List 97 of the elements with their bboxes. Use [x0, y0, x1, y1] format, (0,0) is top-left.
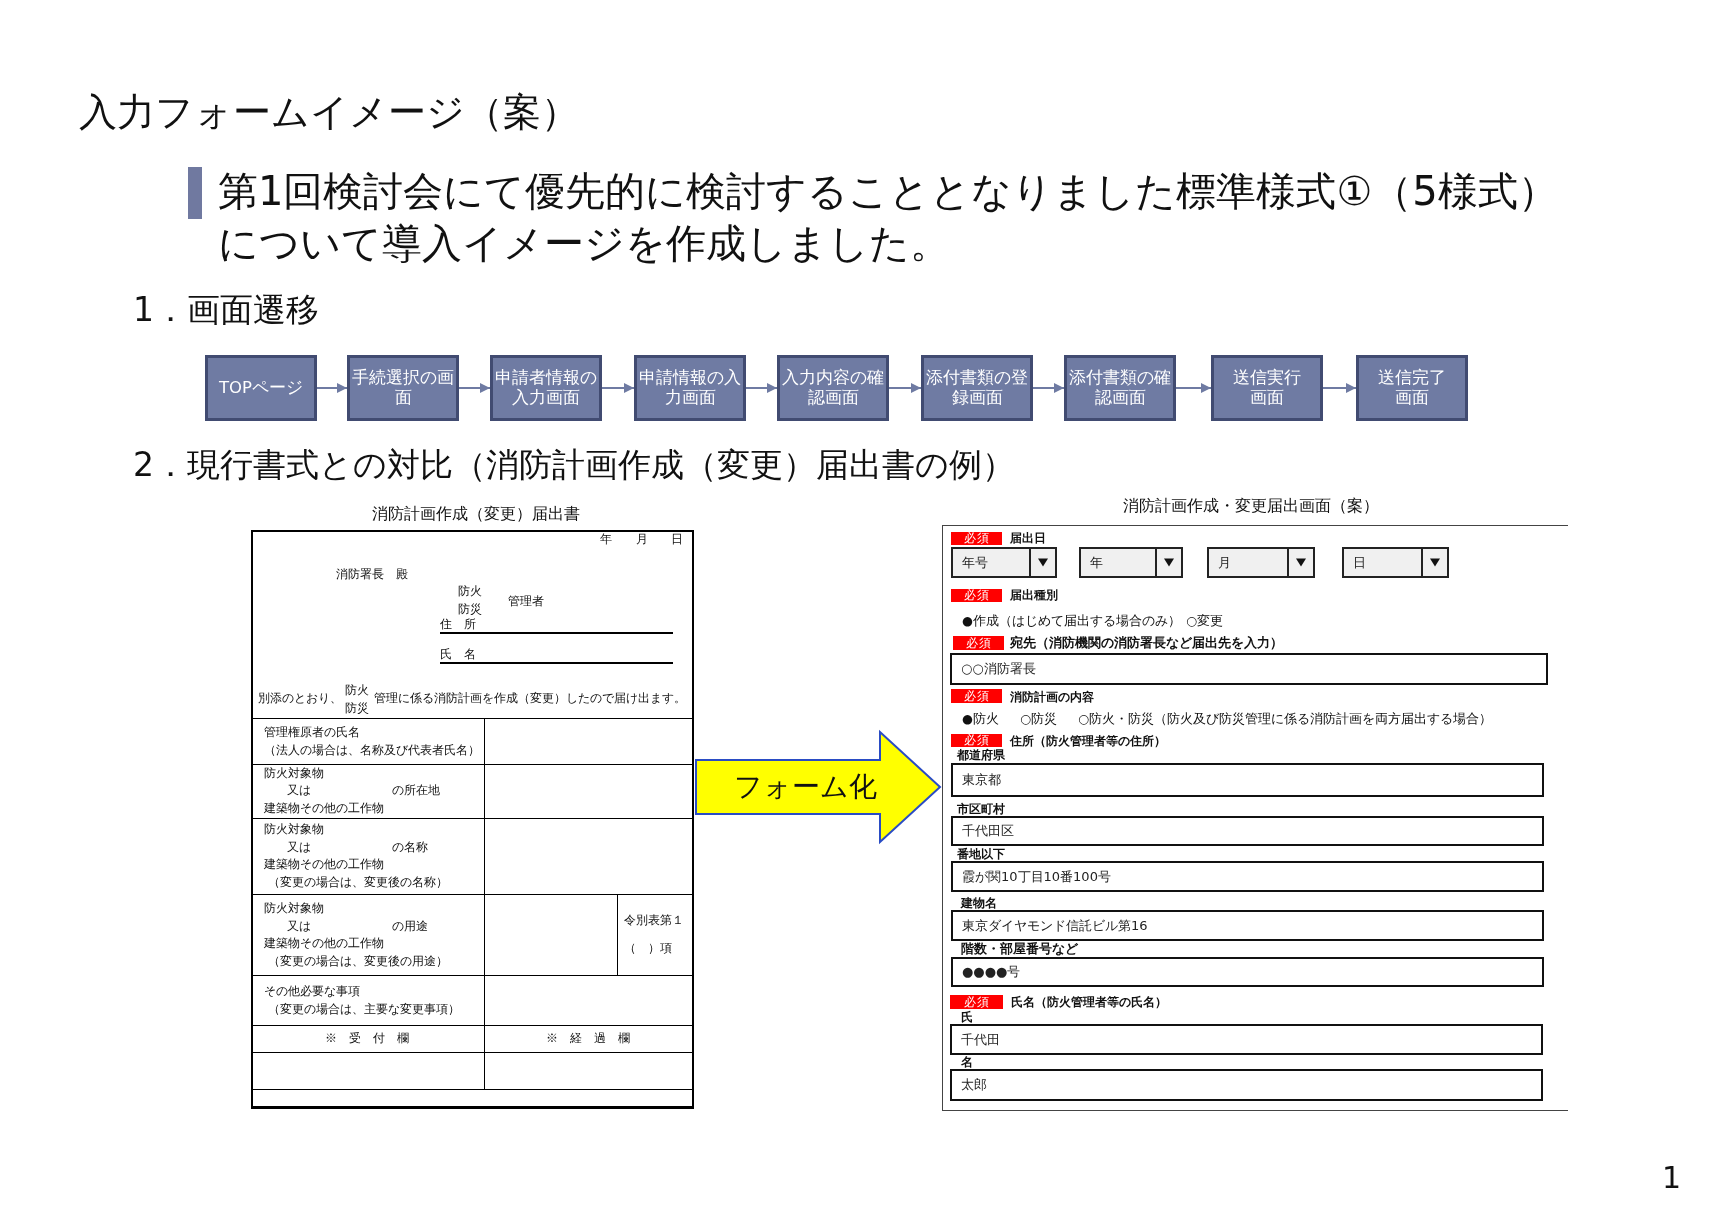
arrow: [745, 383, 778, 393]
form-text: （変更の場合は、変更後の用途）: [268, 954, 448, 968]
process-box: 申請情報の入力画面: [634, 355, 746, 421]
form-text: の名称: [392, 840, 428, 854]
field-label: 届出日: [1010, 531, 1046, 545]
field-label: 住所（防火管理者等の住所）: [1010, 734, 1166, 748]
arrow: [601, 383, 635, 393]
form-text: 住 所: [440, 617, 476, 631]
page-title: 入力フォームイメージ（案）: [79, 89, 579, 135]
form-text: 防火対象物: [264, 901, 324, 915]
block-arrow: [695, 729, 942, 845]
arrow: [1032, 383, 1065, 393]
input-field: 太郎: [950, 1069, 1543, 1101]
form-text: 防災: [345, 701, 369, 715]
form-text: 又は: [287, 783, 311, 797]
form-text: 防火対象物: [264, 822, 324, 836]
form-text: その他必要な事項: [264, 984, 360, 998]
field-label: 番地以下: [957, 847, 1005, 861]
field-label: 消防計画の内容: [1010, 690, 1094, 704]
form-text: 建築物その他の工作物: [264, 857, 384, 871]
form-text: 防火対象物: [264, 766, 324, 780]
form-text: 建築物その他の工作物: [264, 801, 384, 815]
input-field: ○○消防署長: [950, 653, 1548, 685]
form-caption: 消防計画作成・変更届出画面（案）: [1123, 495, 1379, 515]
form-text: の用途: [392, 919, 428, 933]
form-text: 防災: [458, 602, 482, 616]
form-text: 氏 名: [440, 647, 476, 661]
field-label: 氏: [961, 1010, 973, 1024]
required-badge: 必須: [951, 532, 1002, 545]
form-text: 建築物その他の工作物: [264, 936, 384, 950]
process-box: 添付書類の登録画面: [921, 355, 1033, 421]
form-text: 管理権原者の氏名: [264, 725, 360, 739]
form-text: 月: [636, 532, 648, 546]
field-label: 宛先（消防機関の消防署長など届出先を入力）: [1010, 635, 1283, 651]
process-box: 添付書類の確認画面: [1064, 355, 1176, 421]
required-badge: 必須: [951, 734, 1002, 747]
form-caption: 消防計画作成（変更）届出書: [372, 503, 580, 523]
input-field: 千代田: [950, 1024, 1543, 1055]
form-text: 令別表第１: [624, 913, 684, 927]
radio-option: ○防火・防災（防火及び防災管理に係る消防計画を両方届出する場合）: [1078, 710, 1492, 726]
radio-option: ○防災: [1020, 710, 1057, 726]
form-text: 又は: [287, 840, 311, 854]
process-box: TOPページ: [205, 355, 317, 421]
field-label: 市区町村: [957, 802, 1005, 816]
radio-option: ●防火: [962, 710, 999, 726]
field-label: 階数・部屋番号など: [961, 942, 1078, 956]
field-label: 氏名（防火管理者等の氏名）: [1011, 995, 1167, 1009]
process-box: 申請者情報の入力画面: [490, 355, 602, 421]
form-text: （変更の場合は、主要な変更事項）: [268, 1002, 460, 1016]
form-text: （変更の場合は、変更後の名称）: [268, 875, 448, 889]
field-label: 名: [961, 1055, 973, 1069]
form-text: （ ）項: [624, 941, 672, 955]
section-heading: 1．画面遷移: [133, 288, 319, 330]
section-heading: 2．現行書式との対比（消防計画作成（変更）届出書の例）: [133, 443, 1015, 485]
arrow: [458, 383, 491, 393]
form-text: 防火: [458, 584, 482, 598]
input-field: 霞が関10丁目10番100号: [951, 861, 1544, 892]
input-field: 東京ダイヤモンド信託ビル第16: [951, 910, 1544, 941]
form-text: 防火: [345, 683, 369, 697]
field-label: 建物名: [961, 896, 997, 910]
form-text: 管理に係る消防計画を作成（変更）したので届け出ます。: [374, 691, 686, 705]
edge-label: フォーム化: [734, 770, 878, 804]
form-text: 管理者: [508, 594, 544, 608]
required-badge: 必須: [951, 589, 1002, 602]
process-box: 送信実行画面: [1211, 355, 1323, 421]
required-badge: 必須: [951, 689, 1002, 703]
arrow: [1175, 383, 1212, 393]
arrow: [888, 383, 922, 393]
input-field: 東京都: [951, 763, 1544, 797]
form-text: 消防署長 殿: [336, 567, 408, 581]
form-text: （法人の場合は、名称及び代表者氏名）: [264, 743, 480, 757]
input-field: ●●●●号: [951, 957, 1544, 987]
select-field: 年号: [951, 547, 1057, 578]
form-text: 年: [600, 532, 612, 546]
required-badge: 必須: [950, 995, 1003, 1009]
column-header: ※ 経 過 欄: [546, 1031, 630, 1045]
process-box: 手続選択の画面: [347, 355, 459, 421]
radio-option: ●作成（はじめて届出する場合のみ）: [962, 612, 1181, 628]
form-text: 又は: [287, 919, 311, 933]
form-text: の所在地: [392, 783, 440, 797]
select-field: 月: [1207, 547, 1315, 578]
process-box: 入力内容の確認画面: [777, 355, 889, 421]
radio-option: ○変更: [1186, 612, 1223, 628]
field-label: 届出種別: [1010, 588, 1058, 602]
page-number: 1: [1662, 1159, 1682, 1197]
input-field: 千代田区: [951, 816, 1544, 846]
form-text: 日: [671, 532, 683, 546]
arrow: [1322, 383, 1357, 393]
required-badge: 必須: [953, 636, 1004, 650]
process-box: 送信完了画面: [1356, 355, 1468, 421]
form-text: 別添のとおり、: [258, 691, 342, 705]
field-label: 都道府県: [957, 748, 1005, 762]
select-field: 日: [1342, 547, 1449, 578]
select-field: 年: [1079, 547, 1183, 578]
arrow: [316, 383, 348, 393]
intro-text: 第1回検討会にて優先的に検討することとなりました標準様式①（5様式）について導入イメージを作成しました。: [218, 167, 1559, 268]
column-header: ※ 受 付 欄: [325, 1031, 409, 1045]
